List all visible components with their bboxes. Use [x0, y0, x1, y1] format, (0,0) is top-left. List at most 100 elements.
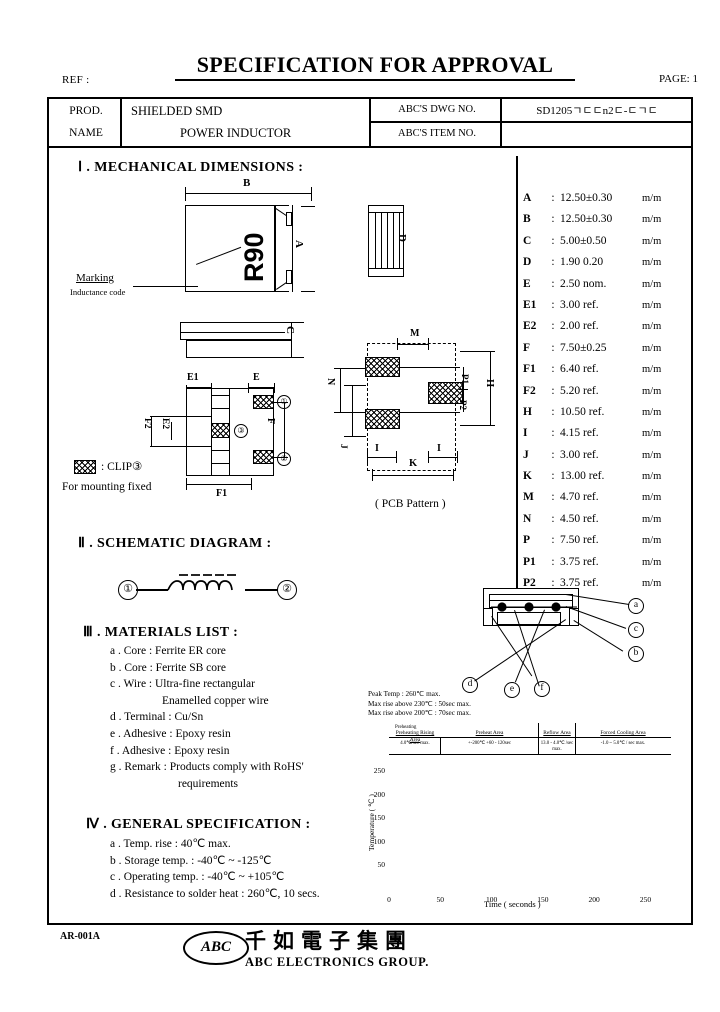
section-schematic-diagram: Ⅱ . SCHEMATIC DIAGRAM :	[78, 536, 272, 551]
dimension-value: 3.75 ref.	[560, 577, 599, 590]
callout-e: e	[504, 682, 520, 698]
dimension-value: 3.00 ref.	[560, 298, 599, 311]
clip-pad-1	[253, 395, 274, 409]
company-logo: ABC 千如電子集團 ABC ELECTRONICS GROUP.	[183, 925, 429, 970]
page-title: SPECIFICATION FOR APPROVAL	[175, 52, 575, 81]
chart-zone-spec: -1.0 ~ 5.0℃ / sec max.	[600, 741, 646, 746]
chart-zone-name: Reflow Area	[543, 730, 571, 736]
dimension-colon: :	[551, 405, 555, 418]
dimension-value: 5.20 ref.	[560, 384, 599, 397]
dimension-row: P2:3.75 ref.m/m	[523, 573, 693, 594]
clip-legend-swatch	[74, 460, 96, 474]
dimension-colon: :	[551, 363, 555, 376]
label-m: M	[410, 328, 420, 339]
dimension-symbol: C	[523, 234, 532, 247]
product-table: PROD. NAME SHIELDED SMD POWER INDUCTOR A…	[47, 97, 693, 148]
section-mechanical-dimensions: Ⅰ . MECHANICAL DIMENSIONS :	[78, 160, 304, 175]
marking-code: R90	[239, 232, 269, 282]
dimension-value: 7.50 ref.	[560, 534, 599, 547]
dimension-colon: :	[551, 256, 555, 269]
section-materials-list: Ⅲ . MATERIALS LIST :	[83, 625, 239, 640]
dimension-symbol: E2	[523, 320, 537, 333]
dimension-colon: :	[551, 448, 555, 461]
dimension-value: 2.00 ref.	[560, 320, 599, 333]
label-i-left: I	[375, 443, 379, 454]
label-i-right: I	[437, 443, 441, 454]
general-spec-item: a . Temp. rise : 40℃ max.	[110, 838, 231, 850]
schematic-node-2: ②	[277, 580, 297, 600]
dimension-colon: :	[551, 192, 555, 204]
dimension-colon: :	[551, 234, 555, 247]
callout-c: c	[628, 622, 644, 638]
dim-list-divider	[516, 156, 518, 600]
dimension-unit: m/m	[642, 513, 662, 525]
dimension-value: 2.50 nom.	[560, 277, 607, 290]
dimension-symbol: M	[523, 491, 534, 504]
dimension-symbol: E1	[523, 298, 537, 311]
materials-item: b . Core : Ferrite SB core	[110, 661, 226, 674]
dwg-no-label: ABC'S DWG NO.	[398, 104, 476, 115]
chart-y-tick: 50	[377, 860, 386, 870]
logo-mark: ABC	[183, 931, 249, 965]
clip-legend-text: : CLIP③	[101, 461, 143, 473]
zone-preheating-caption: Preheating	[395, 725, 417, 730]
solder-note: Max rise above 230℃ : 50sec max.	[368, 699, 471, 708]
label-b: B	[243, 177, 251, 189]
dimension-unit: m/m	[642, 492, 662, 504]
dimension-row: E:2.50 nom.m/m	[523, 274, 693, 295]
dimension-symbol: P2	[523, 577, 536, 590]
general-spec-list: a . Temp. rise : 40℃ max.b . Storage tem…	[110, 836, 320, 902]
materials-item: d . Terminal : Cu/Sn	[110, 711, 204, 724]
dimension-value: 1.90 0.20	[560, 256, 604, 269]
solder-note: Peak Temp : 260℃ max.	[368, 690, 441, 698]
dimension-row: F1:6.40 ref.m/m	[523, 359, 693, 380]
schematic-node-1: ①	[118, 580, 138, 600]
pad-left-lower	[211, 450, 230, 464]
dimension-row: N:4.50 ref.m/m	[523, 509, 693, 530]
dimension-value: 13.00 ref.	[560, 470, 605, 483]
side-view-c	[180, 322, 292, 340]
label-e: E	[253, 372, 260, 383]
materials-item: g . Remark : Products comply with RoHS'	[110, 761, 304, 774]
dimension-unit: m/m	[642, 193, 662, 204]
dimension-value: 4.15 ref.	[560, 427, 599, 440]
terminal-pad-top	[286, 212, 292, 226]
chart-zone-name: Forced Cooling Area	[600, 730, 646, 736]
clip-legend-sub: For mounting fixed	[62, 481, 152, 493]
marking-label: Marking	[76, 272, 114, 284]
dimension-unit: m/m	[642, 406, 662, 418]
chart-y-tick: 150	[373, 813, 385, 823]
dimension-unit: m/m	[642, 449, 662, 461]
side-view-right	[368, 205, 404, 277]
dwg-no-value: SD1205ㄱㄷㄷn2ㄷ-ㄷㄱㄷ	[536, 104, 658, 117]
chart-x-axis-label: Time ( seconds )	[484, 899, 541, 909]
materials-item: c . Wire : Ultra-fine rectangular	[110, 678, 255, 691]
chart-zone-name: Preheating Rising Area	[395, 730, 435, 743]
top-view-body	[185, 205, 275, 292]
dimension-row: I:4.15 ref.m/m	[523, 423, 693, 444]
dimension-symbol: P	[523, 534, 531, 547]
marking-sublabel: Inductance code	[70, 287, 126, 297]
pcb-pad-3	[428, 382, 463, 404]
dimension-row: J:3.00 ref.m/m	[523, 445, 693, 466]
dimension-symbol: N	[523, 512, 532, 525]
dimension-colon: :	[551, 427, 555, 440]
pcb-pad-1	[365, 357, 400, 377]
dimension-unit: m/m	[642, 364, 662, 376]
dimension-unit: m/m	[642, 578, 662, 590]
dimension-value: 12.50±0.30	[560, 213, 613, 226]
dimension-row: F2:5.20 ref.m/m	[523, 381, 693, 402]
dimension-colon: :	[551, 534, 555, 547]
label-k: K	[409, 458, 418, 469]
general-spec-item: c . Operating temp. : -40℃ ~ +105℃	[110, 871, 285, 884]
dimension-value: 6.40 ref.	[560, 363, 599, 376]
chart-x-tick: 150	[537, 895, 549, 904]
terminal-pad-bottom	[286, 270, 292, 284]
callout-f: f	[534, 681, 550, 697]
